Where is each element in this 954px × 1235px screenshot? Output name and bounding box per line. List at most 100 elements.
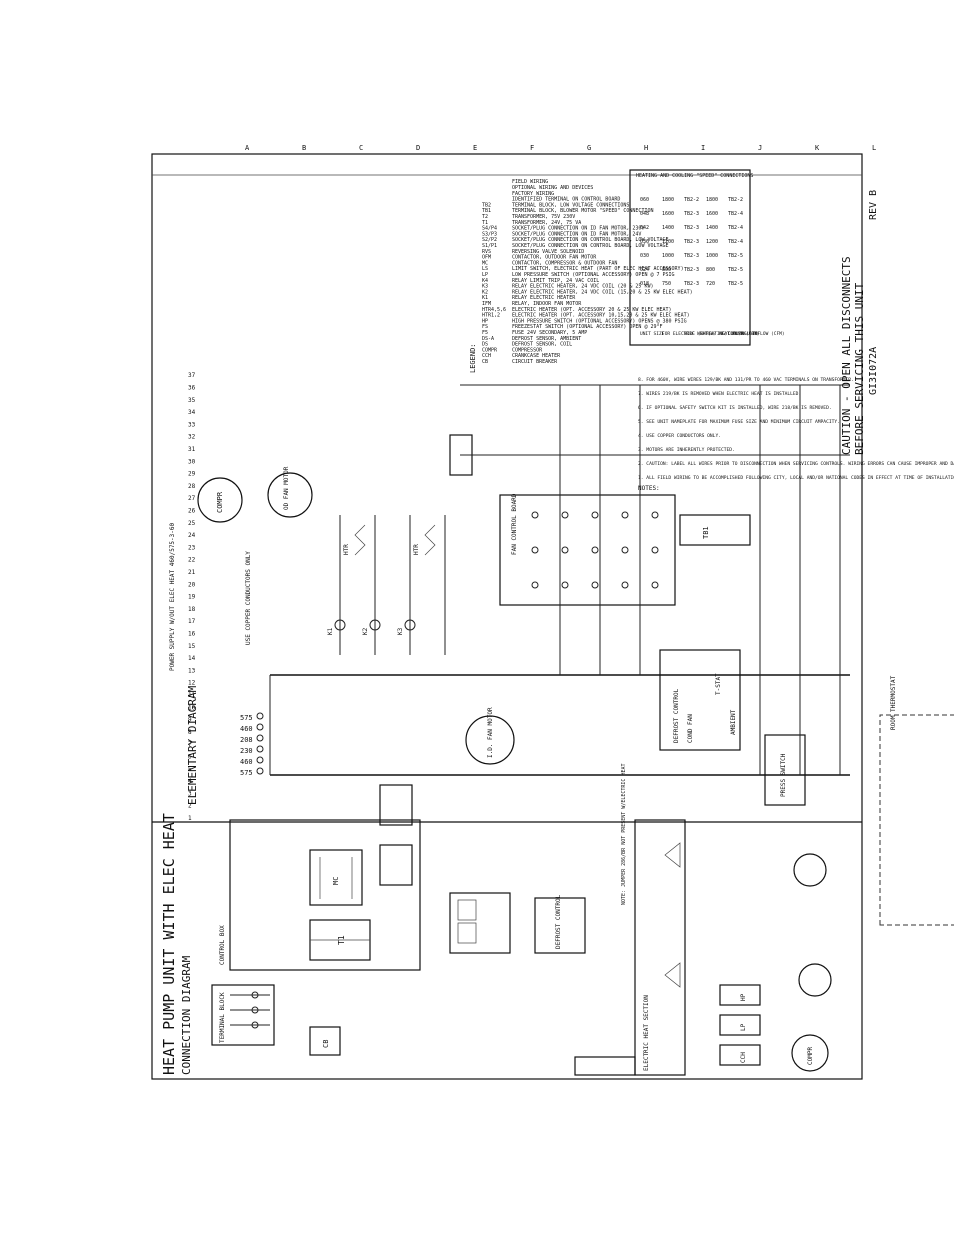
table-cell: TB2-3: [684, 267, 699, 273]
speed-table: HEATING AND COOLING "SPEED" CONNECTIONS …: [629, 169, 785, 346]
cb-label: CB: [322, 1040, 330, 1048]
table-cell: 1400: [706, 225, 718, 231]
tb1-label: TB1: [702, 526, 710, 539]
press-switch: [764, 734, 806, 806]
hp-label: HP: [740, 993, 747, 1001]
table-cell: 024: [640, 267, 649, 273]
ambient-label: AMBIENT: [730, 709, 737, 735]
fan-control-pin: [561, 511, 569, 519]
k3-label: K3: [397, 627, 404, 635]
caution-line-1: CAUTION - OPEN ALL DISCONNECTS: [840, 256, 853, 455]
legend-description: ELECTRIC HEATER (OPT. ACCESSORY 20 & 25 …: [512, 307, 672, 313]
fan-control-pin: [651, 546, 659, 554]
table-cell: 1200: [706, 239, 718, 245]
terminal-screw: [251, 1006, 259, 1014]
legend-description: DEFROST SENSOR, AMBIENT: [512, 336, 581, 342]
line-number: 3: [188, 790, 192, 797]
legend-code: F5: [482, 330, 488, 336]
legend-code: LS: [482, 266, 488, 272]
tstat-label: T-STAT: [715, 673, 722, 695]
legend-description: RELAY ELECTRIC HEATER, 24 VDC COIL (15,2…: [512, 289, 693, 295]
fan-control-pin: [651, 581, 659, 589]
line-number: 16: [188, 631, 196, 638]
legend-code: RVS: [482, 249, 491, 255]
legend-description: FIELD WIRING: [512, 179, 548, 185]
table-column-header: WIRE (WHT): [684, 331, 711, 337]
jumper-note: NOTE: JUMPER 286/BR NOT PRESENT W/ELECTR…: [621, 764, 627, 905]
legend-description: SOCKET/PLUG CONNECTION ON ID FAN MOTOR, …: [512, 231, 641, 237]
line-number: 14: [188, 655, 196, 662]
lp-switch-block: [719, 1014, 761, 1036]
k2-label: K2: [362, 627, 369, 635]
fan-control-pin: [531, 511, 539, 519]
legend-code: S4/P4: [482, 226, 497, 232]
legend-description: DEFROST SENSOR, COIL: [512, 342, 572, 348]
table-cell: 1800: [662, 197, 674, 203]
legend-description: RELAY, INDOOR FAN MOTOR: [512, 301, 582, 307]
voltage-tap-terminal: [256, 756, 264, 764]
line-number: 27: [188, 495, 196, 502]
cond-fan-label: COND FAN: [687, 714, 694, 743]
legend-code: HTR1,2: [482, 313, 500, 319]
table-cell: TB2-3: [684, 225, 699, 231]
voltage-tap-block-2: [379, 784, 413, 826]
note-item: 3. MOTORS ARE INHERENTLY PROTECTED.: [638, 447, 735, 453]
legend-code: K3: [482, 284, 488, 290]
table-cell: 030: [640, 253, 649, 259]
grid-letter: B: [302, 144, 306, 152]
table-cell: TB2-5: [728, 267, 743, 273]
grid-letter: G: [587, 144, 591, 152]
legend-description: IDENTIFIED TERMINAL ON CONTROL BOARD: [512, 197, 620, 203]
line-number: 15: [188, 643, 196, 650]
legend-description: LIMIT SWITCH, ELECTRIC HEAT (PART OF ELE…: [512, 266, 684, 272]
connection-diagram: TERMINAL BLOCK CONTROL BOX MC T1: [211, 764, 832, 1076]
line-number: 18: [188, 606, 196, 613]
table-cell: 1200: [662, 239, 674, 245]
note-item: 4. USE COPPER CONDUCTORS ONLY.: [638, 433, 721, 439]
compressor-symbol-label: COMPR: [216, 491, 224, 513]
htr-label-1: HTR: [343, 544, 350, 555]
table-cell: TB2-4: [728, 239, 743, 245]
legend-code: K1: [482, 295, 488, 301]
diagram-title: HEAT PUMP UNIT WITH ELEC HEAT: [160, 813, 178, 1075]
power-supply-label: POWER SUPPLY W/OUT ELEC HEAT 460/575-3-6…: [169, 523, 176, 671]
line-number: 36: [188, 385, 196, 392]
line-number: 1: [188, 815, 192, 822]
defrost-control: [659, 649, 741, 751]
line-number: 7: [188, 741, 192, 748]
table-cell: TB2-3: [684, 253, 699, 259]
line-number: 31: [188, 446, 196, 453]
table-cell: 1000: [706, 253, 718, 259]
legend-description: COMPRESSOR: [512, 347, 543, 353]
compressor-connection-label: COMPR: [807, 1047, 814, 1065]
htr-label-2: HTR: [413, 544, 420, 555]
cch-label: CCH: [740, 1052, 747, 1063]
legend-description: LOW PRESSURE SWITCH (OPTIONAL ACCESSORY)…: [512, 272, 675, 278]
table-column-header: HEATING/COOLING AIRFLOW (CFM): [706, 331, 785, 337]
voltage-tap-terminal: [256, 723, 264, 731]
legend-code: OFM: [482, 255, 491, 261]
legend-description: RELAY LIMIT TRIP, 24 VAC COIL: [512, 278, 599, 284]
line-number: 32: [188, 434, 196, 441]
legend-code: T2: [482, 214, 488, 220]
k1-contact: [334, 619, 346, 631]
legend-code: TB1: [482, 208, 491, 214]
table-cell: TB2-2: [684, 197, 699, 203]
grid-letter: E: [473, 144, 477, 152]
legend-description: TRANSFORMER, 75V 230V: [512, 214, 575, 220]
outdoor-fan-motor-symbol: [267, 472, 313, 518]
legend-description: FACTORY WIRING: [512, 191, 554, 197]
line-number: 12: [188, 680, 196, 687]
table-cell: 1000: [662, 253, 674, 259]
grid-letter: J: [758, 144, 762, 152]
table-cell: TB2-3: [684, 281, 699, 287]
defrost-control-label-elem: DEFROST CONTROL: [673, 688, 680, 743]
indoor-fan-motor-symbol: [465, 715, 515, 765]
line-number: 21: [188, 569, 196, 576]
line-number: 2: [188, 803, 192, 810]
note-item: 1. ALL FIELD WIRING TO BE ACCOMPLISHED F…: [638, 475, 954, 481]
